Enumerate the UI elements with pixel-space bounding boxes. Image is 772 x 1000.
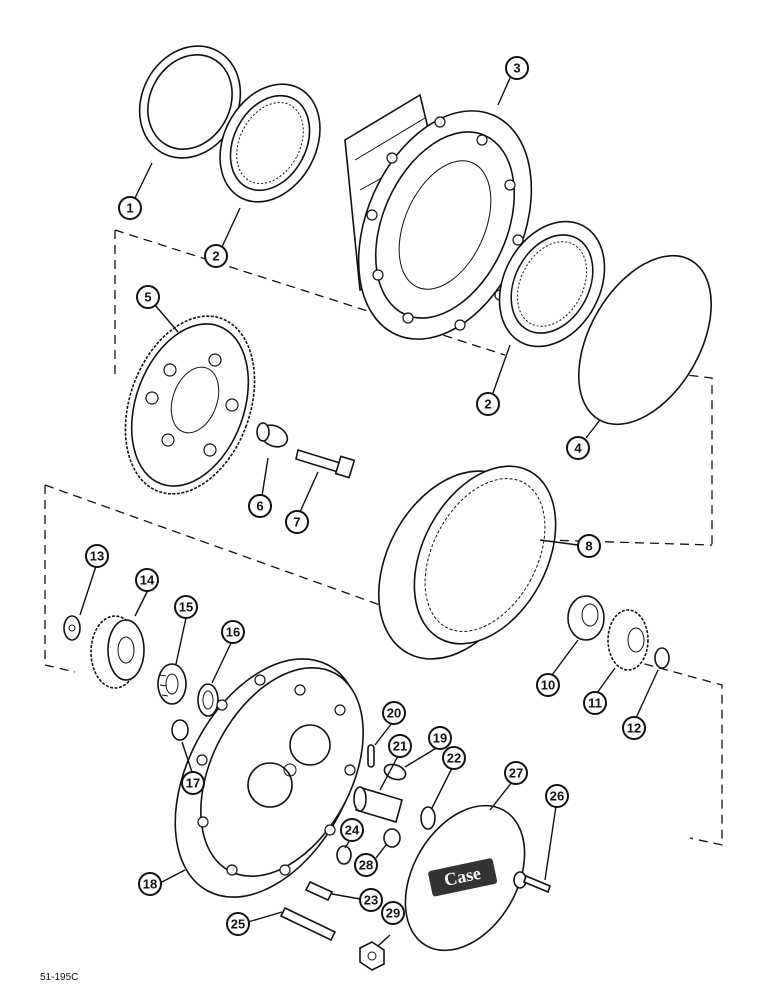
svg-text:4: 4 [574, 441, 582, 456]
case-logo: Case [428, 858, 498, 897]
callout-1: 1 [118, 162, 153, 220]
svg-text:29: 29 [386, 906, 400, 921]
bolt-part-7 [295, 448, 356, 479]
svg-text:28: 28 [359, 858, 373, 873]
callout-4: 4 [566, 419, 601, 460]
callout-28: 28 [354, 844, 387, 877]
snap-ring-part-12 [654, 647, 670, 669]
callout-5: 5 [136, 285, 179, 333]
pin-part-20 [367, 744, 375, 768]
svg-text:1: 1 [126, 201, 133, 216]
callouts: 1 2 3 2 4 5 6 7 8 13 14 15 16 10 11 12 1… [79, 56, 659, 947]
bearing-part-2-upper [219, 83, 321, 203]
seal-part-1 [138, 45, 242, 159]
svg-text:11: 11 [588, 696, 602, 711]
callout-26: 26 [544, 784, 569, 881]
svg-text:2: 2 [484, 397, 491, 412]
callout-3: 3 [497, 56, 529, 106]
callout-19: 19 [404, 726, 452, 768]
washer-part-13 [63, 615, 81, 641]
svg-text:5: 5 [144, 290, 151, 305]
callout-22: 22 [431, 746, 466, 809]
callout-2-upper: 2 [204, 207, 241, 268]
svg-text:2: 2 [212, 249, 219, 264]
callout-6: 6 [248, 457, 272, 518]
snap-ring-part-4 [577, 254, 713, 426]
bushing-part-6 [256, 422, 289, 448]
callout-12: 12 [622, 669, 659, 740]
nut-part-29 [359, 941, 385, 971]
callout-25: 25 [226, 911, 283, 936]
shaft-part-21 [353, 786, 403, 824]
svg-text:20: 20 [387, 706, 401, 721]
svg-text:7: 7 [293, 515, 300, 530]
svg-text:22: 22 [447, 751, 461, 766]
carrier-part-18 [174, 658, 364, 898]
svg-text:23: 23 [364, 893, 378, 908]
svg-text:13: 13 [90, 549, 104, 564]
svg-text:15: 15 [179, 600, 193, 615]
callout-7: 7 [285, 471, 319, 534]
svg-text:6: 6 [256, 499, 263, 514]
svg-text:10: 10 [541, 678, 555, 693]
group-outline-lower [44, 484, 723, 846]
callout-20: 20 [374, 701, 406, 746]
stud-part-25 [279, 906, 337, 942]
callout-24: 24 [340, 818, 364, 849]
svg-text:3: 3 [513, 61, 520, 76]
svg-text:21: 21 [393, 739, 407, 754]
callout-18: 18 [138, 869, 186, 896]
svg-text:17: 17 [186, 776, 200, 791]
gear-part-5 [124, 315, 256, 495]
svg-text:24: 24 [345, 823, 360, 838]
screw-part-23 [304, 880, 334, 902]
svg-text:18: 18 [143, 877, 157, 892]
needle-bearing-part-15 [157, 663, 187, 705]
callout-8: 8 [539, 534, 601, 558]
callout-17: 17 [181, 741, 205, 795]
pin-part-19 [383, 763, 407, 781]
plug-part-24 [336, 845, 352, 865]
ring-gear-part-8 [377, 465, 557, 660]
callout-11: 11 [583, 667, 616, 715]
figure-code: 51-195C [40, 972, 79, 983]
callout-2-lower: 2 [476, 344, 511, 416]
svg-text:8: 8 [585, 539, 592, 554]
callout-27: 27 [489, 761, 528, 811]
callout-14: 14 [134, 568, 159, 617]
svg-text:14: 14 [140, 573, 155, 588]
callout-23: 23 [331, 888, 383, 912]
bearing-part-2-lower [498, 220, 606, 348]
hub-part-3 [344, 93, 533, 340]
svg-text:26: 26 [550, 789, 564, 804]
callout-29: 29 [377, 901, 405, 947]
sun-gear-part-11 [607, 609, 649, 671]
svg-text:16: 16 [226, 625, 240, 640]
svg-text:19: 19 [433, 731, 447, 746]
plug-part-28 [383, 828, 401, 848]
bearing-part-10 [567, 595, 605, 641]
callout-21: 21 [379, 734, 412, 791]
svg-text:25: 25 [231, 917, 245, 932]
cover-part-27: Case [404, 804, 526, 952]
pin-part-17 [171, 719, 189, 741]
callout-16: 16 [211, 620, 245, 684]
callout-15: 15 [174, 595, 198, 665]
screw-part-26 [513, 871, 551, 894]
svg-text:27: 27 [509, 766, 523, 781]
svg-text:12: 12 [627, 721, 641, 736]
callout-10: 10 [536, 639, 579, 697]
planet-gear-part-14 [90, 615, 145, 689]
o-ring-part-22 [420, 806, 436, 830]
thrust-washer-part-16 [197, 683, 219, 717]
callout-13: 13 [79, 544, 109, 616]
